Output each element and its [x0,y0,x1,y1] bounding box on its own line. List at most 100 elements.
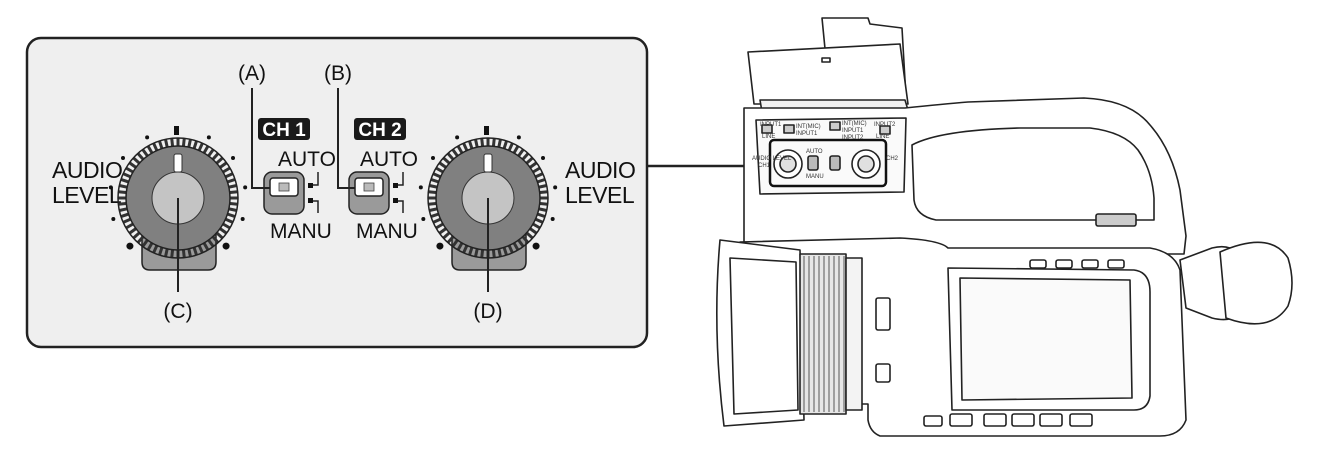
top-button-2 [1055,259,1073,269]
cam-label-line-right: LINE [876,134,889,140]
cam-label-int-mic-2: INT(MIC) [842,121,867,127]
auto-lead-ch1 [313,172,319,186]
dial-scale-dot [436,242,444,250]
side-button-upper [875,297,891,331]
dial-scale-dot [550,217,555,222]
input-select-switch [829,121,841,131]
bottom-button-2 [949,413,973,427]
lcd-tab [821,57,831,63]
bottom-button-5 [1039,413,1063,427]
top-button-3 [1081,259,1099,269]
dial-scale-dot [516,135,521,140]
audio-level-label-right-line2: LEVEL [565,182,635,208]
dial-scale-dot [418,185,423,190]
switch-auto-mark [308,183,313,188]
cam-label-ch1: CH1 [758,163,771,169]
audio-section-highlight [768,138,888,188]
cam-label-input-top-left: INPUT1 [760,122,782,128]
switch-lever-grip [278,182,290,192]
small-switch-right [829,155,841,171]
ch1-label: CH 1 [262,120,306,141]
ch1-auto-label: AUTO [278,148,336,171]
lcd-flip-panel [747,43,909,105]
dial-scale-dot [222,242,230,250]
small-switch-left [807,155,819,171]
ch1-label-box [258,118,310,140]
camera-audio-labels: INPUT1 INT(MIC) INPUT1 LINE INT(MIC) INP… [752,121,899,180]
dial-scale-dot [532,242,540,250]
dial-scale-dot [231,156,236,161]
ch2-label-box [354,118,406,140]
dial-scale-dot [243,185,248,190]
callout-line-b [337,88,355,189]
cam-label-line-left: LINE [762,134,775,140]
dial-scale-dot [206,135,211,140]
manu-lead-ch1 [313,200,319,213]
lens-hood-inner [729,257,799,415]
handle-wheel [1095,213,1137,227]
focus-ring [799,253,847,415]
cam-label-auto: AUTO [806,149,823,155]
callout-d: (D) [473,300,502,323]
ch1-auto-manu-switch[interactable] [263,171,313,215]
top-button-1 [1029,259,1047,269]
small-dial-right-cap [857,155,875,173]
dial-indicator [173,153,183,173]
callout-line-a [251,88,270,189]
dial-scale-dot [111,217,116,222]
switch-manu-mark [393,198,398,203]
switch-manu-mark [308,198,313,203]
dial-scale-dot [145,135,150,140]
dial-scale-dot [455,135,460,140]
dial-scale-dot [108,185,113,190]
top-button-4 [1107,259,1125,269]
dial-scale-dot [120,156,125,161]
ch2-auto-label: AUTO [360,148,418,171]
dial-indicator [483,153,493,173]
manu-lead-ch2 [398,200,404,213]
side-lcd-screen [959,277,1133,401]
cam-label-ch2: CH2 [886,156,899,162]
int-mic-switch [783,124,795,134]
dial-top-tick [484,126,489,135]
camcorder-illustration [716,17,1293,437]
audio-level-label-right-line1: AUDIO [565,157,635,183]
bottom-button-6 [1069,413,1093,427]
bottom-button-3 [983,413,1007,427]
input-switch-right [879,125,891,135]
dial-scale-dot [430,156,435,161]
audio-level-dial-ch2[interactable] [418,126,558,271]
lens-hood [716,239,805,427]
callout-c: (C) [163,300,192,323]
auto-lead-ch2 [398,172,404,186]
callout-b: (B) [324,62,352,85]
ch2-auto-manu-switch[interactable] [348,171,398,215]
handle-cutout [911,127,1155,221]
cam-label-input1-b: INPUT1 [842,128,864,134]
switch-auto-mark [393,183,398,188]
ch2-label: CH 2 [358,120,401,141]
dial-top-tick [174,126,179,135]
small-dial-left-cap [779,155,797,173]
bottom-button-1 [923,415,943,427]
switch-lever-grip [363,182,375,192]
side-button-lower [875,363,891,383]
bottom-button-4 [1011,413,1035,427]
cam-label-input2: INPUT2 [842,135,864,141]
cam-label-manu: MANU [806,174,824,180]
input-switch-left [761,124,773,134]
cam-label-int-mic: INT(MIC) [796,124,821,130]
dial-scale-dot [421,217,426,222]
cam-label-input1: INPUT1 [796,131,818,137]
dial-scale-dot [541,156,546,161]
callout-a: (A) [238,62,266,85]
ch2-manu-label: MANU [356,220,418,243]
cam-label-audio-level: AUDIO LEVEL [752,156,792,162]
ch1-manu-label: MANU [270,220,332,243]
eyecup [1219,241,1293,325]
dial-scale-dot [126,242,134,250]
dial-scale-dot [553,185,558,190]
dial-scale-dot [240,217,245,222]
zoom-ring [845,257,863,411]
